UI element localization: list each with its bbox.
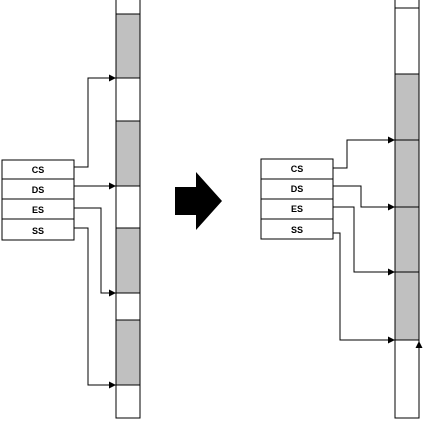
right-register-table: CS DS ES SS — [260, 158, 334, 240]
left-arrow-es — [74, 207, 116, 297]
right-arrow-es — [333, 206, 395, 276]
left-pointer-arrows — [74, 74, 116, 389]
left-segment-ds — [116, 121, 140, 186]
right-register-ds: DS — [291, 184, 304, 194]
left-segment-ss — [116, 320, 140, 385]
left-register-ds: DS — [32, 185, 45, 195]
left-register-cs: CS — [32, 165, 45, 175]
left-register-table-outline — [1, 159, 75, 241]
right-arrow-ss — [333, 232, 395, 344]
right-register-cs: CS — [291, 164, 304, 174]
left-diagram: CS DS ES SS — [1, 0, 141, 419]
left-arrow-cs — [74, 74, 116, 168]
left-segment-cs — [116, 14, 140, 78]
left-segment-es — [116, 228, 140, 293]
left-register-es: ES — [32, 205, 44, 215]
right-pointer-arrows — [333, 136, 395, 344]
right-arrow-cs — [333, 136, 395, 169]
right-register-ss: SS — [291, 225, 303, 235]
left-arrow-ss — [74, 227, 116, 389]
left-memory-column — [115, 0, 141, 419]
right-register-es: ES — [291, 204, 303, 214]
left-segment-boundaries — [116, 77, 140, 386]
right-segment-boundaries — [395, 73, 419, 341]
right-memory-outline — [394, 7, 420, 419]
right-diagram: CS DS ES SS — [260, 0, 423, 419]
right-arrow-icon — [175, 172, 222, 230]
left-register-table: CS DS ES SS — [1, 159, 75, 241]
right-memory-column — [394, 0, 423, 419]
right-arrow-ds — [333, 185, 395, 211]
left-memory-outline — [115, 13, 141, 419]
left-register-ss: SS — [32, 226, 44, 236]
